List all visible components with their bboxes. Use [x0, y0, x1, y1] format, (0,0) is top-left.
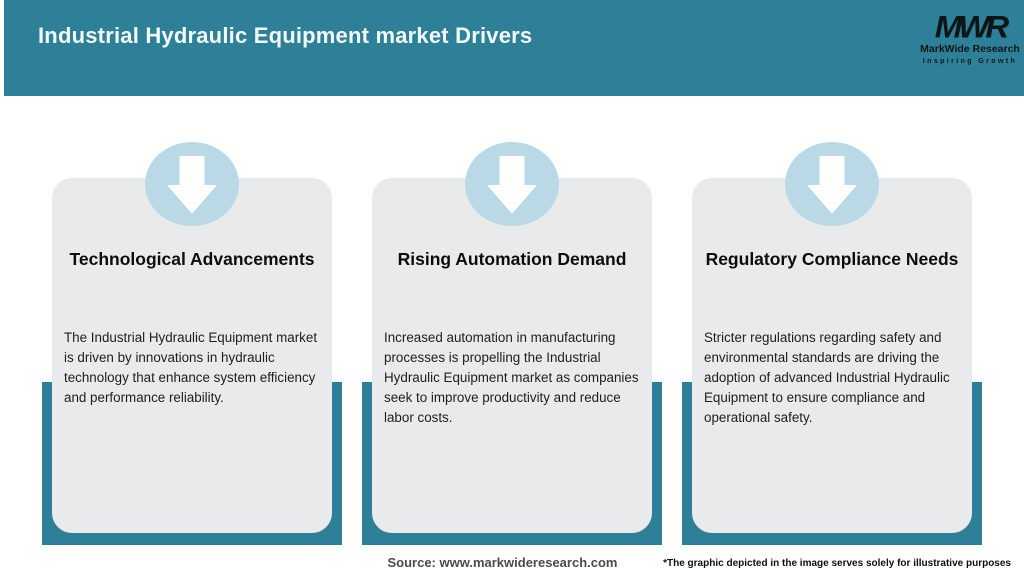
driver-card-group-2: Rising Automation Demand Increased autom…	[362, 0, 662, 576]
driver-card: Technological Advancements The Industria…	[52, 178, 332, 533]
down-arrow-icon	[807, 154, 857, 214]
down-arrow-icon	[167, 154, 217, 214]
icon-circle	[145, 142, 239, 226]
card-title: Regulatory Compliance Needs	[705, 249, 959, 269]
icon-circle	[785, 142, 879, 226]
header-band: Industrial Hydraulic Equipment market Dr…	[4, 0, 1024, 96]
driver-card: Regulatory Compliance Needs Stricter reg…	[692, 178, 972, 533]
driver-card-group-1: Technological Advancements The Industria…	[42, 0, 342, 576]
down-arrow-icon	[487, 154, 537, 214]
markwide-logo: MWR MarkWide Research Inspiring Growth	[916, 10, 1024, 65]
logo-monogram: MWR	[934, 8, 1009, 45]
icon-circle	[465, 142, 559, 226]
page-title: Industrial Hydraulic Equipment market Dr…	[38, 23, 533, 48]
driver-card: Rising Automation Demand Increased autom…	[372, 178, 652, 533]
card-description: The Industrial Hydraulic Equipment marke…	[64, 330, 318, 405]
card-description: Increased automation in manufacturing pr…	[384, 330, 639, 425]
source-attribution: Source: www.markwideresearch.com	[387, 555, 618, 570]
card-title: Technological Advancements	[69, 249, 315, 269]
driver-card-group-3: Regulatory Compliance Needs Stricter reg…	[682, 0, 982, 576]
card-description: Stricter regulations regarding safety an…	[704, 330, 950, 425]
card-title: Rising Automation Demand	[397, 249, 627, 269]
logo-company-name: MarkWide Research	[920, 43, 1020, 55]
disclaimer-note: *The graphic depicted in the image serve…	[663, 558, 1011, 569]
logo-tagline: Inspiring Growth	[922, 57, 1018, 65]
